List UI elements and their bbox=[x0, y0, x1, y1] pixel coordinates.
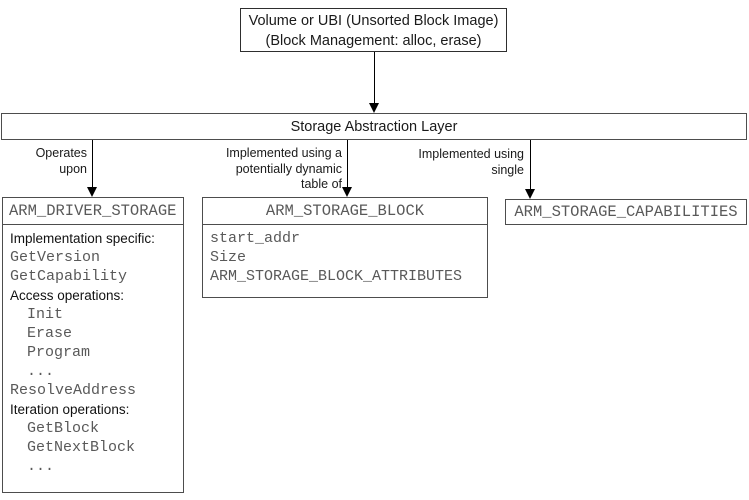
member-row: Access operations: bbox=[10, 288, 125, 303]
arm-driver-storage-body: Implementation specific: GetVersion GetC… bbox=[3, 225, 183, 476]
volume-ubi-line1: Volume or UBI (Unsorted Block Image) bbox=[248, 13, 499, 29]
arm-storage-capabilities-box: ARM_STORAGE_CAPABILITIES bbox=[505, 199, 747, 225]
edge-label-implemented-single-line2: single bbox=[491, 162, 524, 177]
edge-label-implemented-single: Implemented using single bbox=[354, 147, 524, 178]
edge-label-implemented-table-line1: Implemented using a bbox=[225, 146, 342, 160]
member-row: GetCapability bbox=[10, 268, 128, 285]
arrow-middle-line bbox=[347, 140, 348, 188]
edge-label-implemented-table: Implemented using a potentially dynamic … bbox=[172, 146, 342, 193]
volume-ubi-line2: (Block Management: alloc, erase) bbox=[265, 33, 482, 49]
member-row: ResolveAddress bbox=[10, 382, 137, 399]
member-row: Iteration operations: bbox=[10, 402, 130, 417]
member-row: ... bbox=[27, 363, 55, 380]
storage-abstraction-layer-bar: Storage Abstraction Layer bbox=[1, 113, 747, 140]
edge-label-implemented-table-line2: potentially dynamic bbox=[235, 161, 342, 176]
member-row: ARM_STORAGE_BLOCK_ATTRIBUTES bbox=[210, 268, 463, 285]
arm-driver-storage-box: ARM_DRIVER_STORAGE Implementation specif… bbox=[2, 197, 184, 493]
member-row: Implementation specific: bbox=[10, 231, 155, 246]
edge-label-implemented-single-line1: Implemented using bbox=[418, 147, 524, 161]
member-row: GetVersion bbox=[10, 249, 101, 266]
member-row: Program bbox=[27, 344, 91, 361]
arm-storage-block-box: ARM_STORAGE_BLOCK start_addr Size ARM_ST… bbox=[202, 197, 488, 298]
member-row: GetBlock bbox=[27, 420, 100, 437]
volume-ubi-box: Volume or UBI (Unsorted Block Image) (Bl… bbox=[240, 8, 507, 52]
arm-storage-capabilities-title: ARM_STORAGE_CAPABILITIES bbox=[514, 203, 738, 221]
member-row: Size bbox=[210, 249, 247, 266]
arrow-right-head-icon bbox=[525, 189, 535, 199]
edge-label-operates-upon-line1: Operates bbox=[35, 146, 87, 160]
member-row: GetNextBlock bbox=[27, 439, 136, 456]
arrow-right-line bbox=[530, 140, 531, 190]
arrow-top-line bbox=[374, 52, 375, 104]
arrow-top-head-icon bbox=[369, 103, 379, 113]
member-row: ... bbox=[27, 458, 55, 475]
edge-label-implemented-table-line3: table of bbox=[300, 177, 342, 191]
storage-abstraction-layer-label: Storage Abstraction Layer bbox=[290, 118, 458, 135]
member-row: start_addr bbox=[210, 230, 301, 247]
edge-label-operates-upon: Operates upon bbox=[0, 146, 87, 177]
member-row: Init bbox=[27, 306, 64, 323]
arrow-left-head-icon bbox=[87, 187, 97, 197]
edge-label-operates-upon-line2: upon bbox=[59, 161, 87, 176]
arm-storage-block-body: start_addr Size ARM_STORAGE_BLOCK_ATTRIB… bbox=[203, 225, 487, 286]
member-row: Erase bbox=[27, 325, 73, 342]
arm-storage-block-title: ARM_STORAGE_BLOCK bbox=[203, 198, 487, 225]
arm-driver-storage-title: ARM_DRIVER_STORAGE bbox=[3, 198, 183, 225]
arrow-middle-head-icon bbox=[342, 187, 352, 197]
arrow-left-line bbox=[92, 140, 93, 188]
